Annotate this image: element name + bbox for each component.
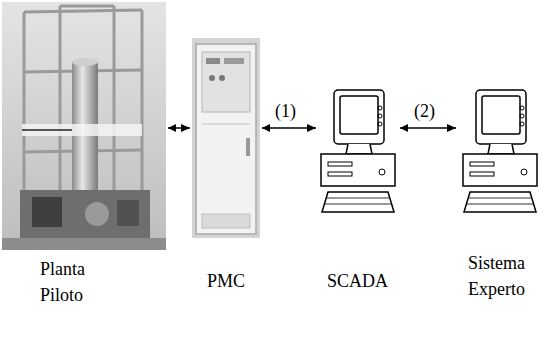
device-caption: SCADA [327, 268, 388, 294]
expert-system-computer [460, 88, 540, 218]
link-number: (1) [274, 100, 297, 122]
device-node: Sistema Experto [458, 88, 546, 320]
device-node: PMC [192, 38, 260, 300]
device-caption: PMC [207, 268, 245, 294]
link-arrow [400, 127, 456, 129]
link-number: (2) [413, 100, 436, 122]
device-node: Planta Piloto [2, 2, 166, 320]
link-arrow [262, 127, 316, 129]
device-caption: Planta Piloto [40, 256, 85, 308]
link-arrow [168, 127, 190, 129]
pmc-cabinet-photo [192, 38, 260, 238]
pilot-plant-photo [2, 2, 166, 250]
device-caption: Sistema Experto [468, 250, 525, 302]
device-node: SCADA [318, 88, 398, 300]
scada-computer [318, 88, 398, 218]
